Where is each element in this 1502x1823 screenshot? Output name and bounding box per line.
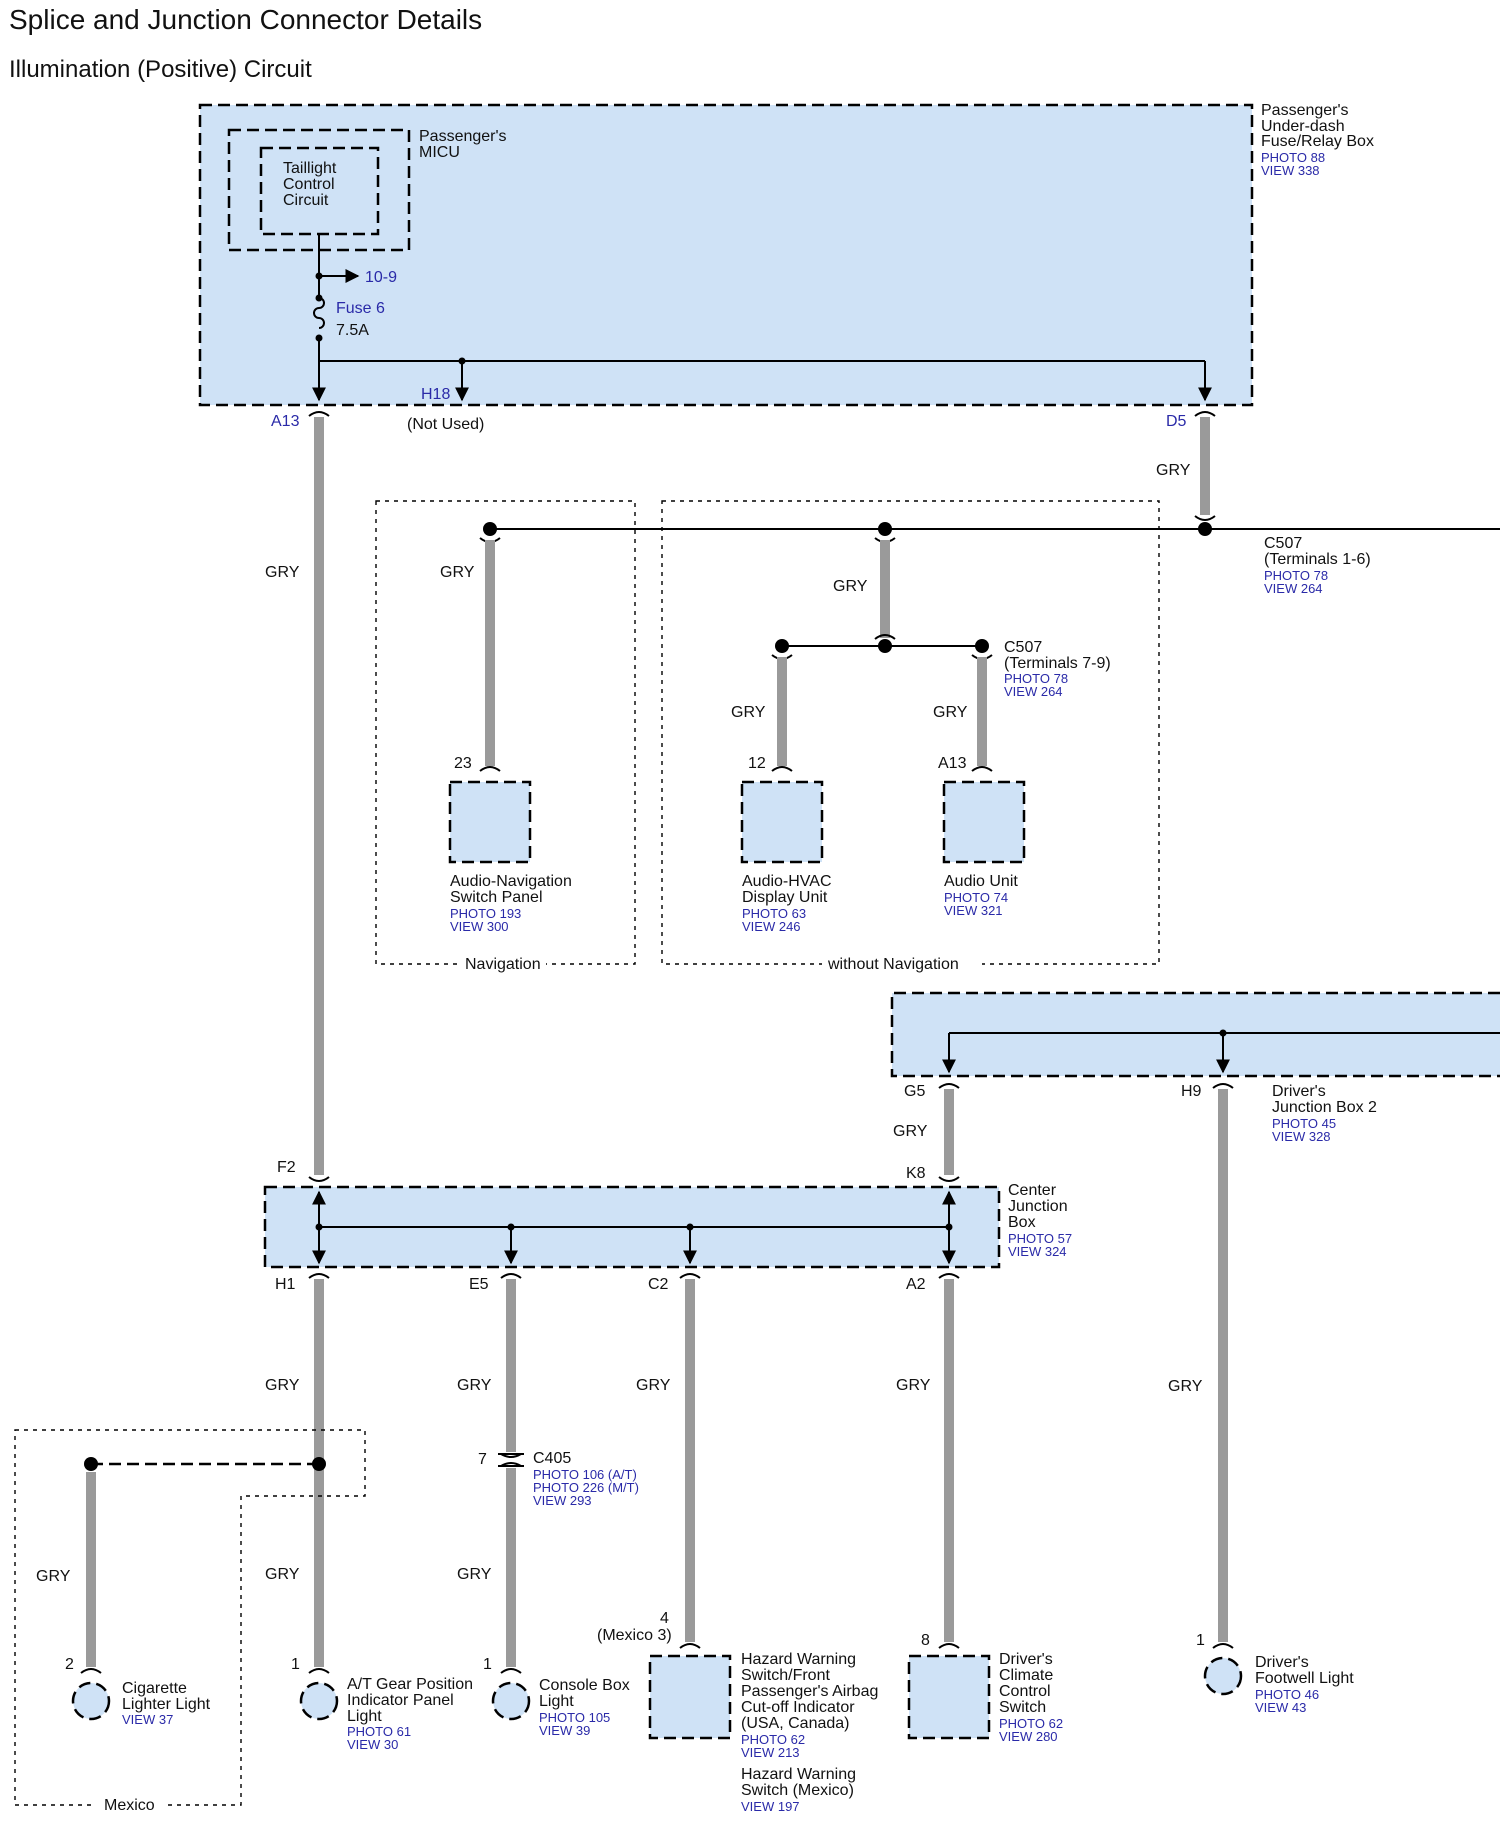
pin-e5: E5 xyxy=(469,1276,489,1293)
wire-color-without-nav: GRY xyxy=(833,578,868,595)
audio-unit[interactable] xyxy=(944,782,1024,862)
console-label: Console Box Light xyxy=(539,1677,634,1710)
pin-nav-23: 23 xyxy=(454,755,472,772)
navigation-region xyxy=(375,500,636,965)
fuse-box-label: Passenger's Under-dash Fuse/Relay Box xyxy=(1261,102,1374,150)
wire-color-e5: GRY xyxy=(457,1377,492,1394)
pin-c2: C2 xyxy=(648,1276,669,1293)
pin-hazard: 4 xyxy=(660,1610,669,1627)
driver-junction-box-2 xyxy=(890,991,1500,1078)
fuse-rating: 7.5A xyxy=(336,322,369,339)
audio-unit-refs[interactable]: PHOTO 74 VIEW 321 xyxy=(944,890,1012,918)
at-gear-refs[interactable]: PHOTO 61 VIEW 30 xyxy=(347,1724,415,1752)
hazard-warning-switch[interactable] xyxy=(650,1656,730,1738)
c405-refs[interactable]: PHOTO 106 (A/T) PHOTO 226 (M/T) VIEW 293 xyxy=(533,1467,643,1508)
without-navigation-region xyxy=(661,500,1160,965)
hazard-mexico-label: Hazard Warning Switch (Mexico) xyxy=(741,1766,860,1799)
footwell-light-icon xyxy=(1203,1656,1243,1696)
pin-h9: H9 xyxy=(1181,1083,1202,1100)
at-gear-label: A/T Gear Position Indicator Panel Light xyxy=(347,1676,477,1725)
pin-footwell: 1 xyxy=(1196,1632,1205,1649)
console-light-icon xyxy=(491,1681,531,1721)
pin-audio-a13: A13 xyxy=(938,755,967,772)
c507-lower-label: C507 (Terminals 7-9) xyxy=(1004,639,1111,672)
pin-d5: D5 xyxy=(1166,413,1187,430)
wire-color-hvac: GRY xyxy=(731,704,766,721)
mexico-region xyxy=(14,1429,366,1806)
center-jb-label: Center Junction Box xyxy=(1008,1182,1072,1231)
c507-upper-label: C507 (Terminals 1-6) xyxy=(1264,535,1371,568)
pin-console: 1 xyxy=(483,1656,492,1673)
driver-jb2-refs[interactable]: PHOTO 45 VIEW 328 xyxy=(1272,1116,1340,1144)
footwell-refs[interactable]: PHOTO 46 VIEW 43 xyxy=(1255,1687,1323,1715)
pin-a13-fuse: A13 xyxy=(271,413,300,430)
pin-climate: 8 xyxy=(921,1632,930,1649)
pin-g5: G5 xyxy=(904,1083,925,1100)
console-refs[interactable]: PHOTO 105 VIEW 39 xyxy=(539,1710,614,1738)
wire-color-c2: GRY xyxy=(636,1377,671,1394)
hazard-refs[interactable]: PHOTO 62 VIEW 213 xyxy=(741,1732,809,1760)
pin-h1: H1 xyxy=(275,1276,296,1293)
page-subtitle: Illumination (Positive) Circuit xyxy=(9,56,312,83)
audio-nav-refs[interactable]: PHOTO 193 VIEW 300 xyxy=(450,906,525,934)
navigation-label: Navigation xyxy=(465,956,541,973)
driver-jb2-label: Driver's Junction Box 2 xyxy=(1272,1083,1377,1116)
cigarette-label: Cigarette Lighter Light xyxy=(122,1680,211,1713)
wire-color-h9: GRY xyxy=(1168,1378,1203,1395)
micu-label: Passenger's MICU xyxy=(419,128,511,161)
audio-unit-label: Audio Unit xyxy=(944,873,1018,890)
pin-k8: K8 xyxy=(906,1165,926,1182)
footwell-label: Driver's Footwell Light xyxy=(1255,1654,1354,1687)
audio-hvac-display-unit[interactable] xyxy=(742,782,822,862)
hazard-label: Hazard Warning Switch/Front Passenger's … xyxy=(741,1651,883,1732)
without-navigation-label: without Navigation xyxy=(827,956,959,973)
wire-color-console: GRY xyxy=(457,1566,492,1583)
pin-cigarette: 2 xyxy=(65,1656,74,1673)
c405-label: C405 xyxy=(533,1450,571,1467)
wire-color-g5: GRY xyxy=(893,1123,928,1140)
not-used-label: (Not Used) xyxy=(407,416,484,433)
driver-climate-control-switch[interactable] xyxy=(909,1656,989,1738)
mexico-label: Mexico xyxy=(104,1797,155,1814)
wire-color-h1-lower: GRY xyxy=(265,1566,300,1583)
cigarette-light-icon xyxy=(71,1681,111,1721)
hazard-mexico-refs[interactable]: VIEW 197 xyxy=(741,1799,800,1814)
fuse-box-refs[interactable]: PHOTO 88 VIEW 338 xyxy=(1261,150,1329,178)
audio-nav-switch-panel[interactable] xyxy=(450,782,530,862)
audio-hvac-label: Audio-HVAC Display Unit xyxy=(742,873,836,906)
c507-lower-refs[interactable]: PHOTO 78 VIEW 264 xyxy=(1004,671,1072,699)
pin-hvac-12: 12 xyxy=(748,755,766,772)
wire-color-audio: GRY xyxy=(933,704,968,721)
wire-color-nav: GRY xyxy=(440,564,475,581)
pin-c405-7: 7 xyxy=(478,1451,487,1468)
audio-nav-label: Audio-Navigation Switch Panel xyxy=(450,873,576,906)
wire-color-a2: GRY xyxy=(896,1377,931,1394)
wire-color-cigarette: GRY xyxy=(36,1568,71,1585)
fuse-relay-box: Taillight Control Circuit Passenger's MI… xyxy=(198,103,1254,407)
pin-f2: F2 xyxy=(277,1159,296,1176)
ref-10-9[interactable]: 10-9 xyxy=(365,269,397,286)
fuse-name: Fuse 6 xyxy=(336,300,385,317)
c507-upper-refs[interactable]: PHOTO 78 VIEW 264 xyxy=(1264,568,1332,596)
page-title: Splice and Junction Connector Details xyxy=(9,4,483,35)
center-jb-refs[interactable]: PHOTO 57 VIEW 324 xyxy=(1008,1231,1076,1259)
wire-color-a13: GRY xyxy=(265,564,300,581)
cigarette-refs[interactable]: VIEW 37 xyxy=(122,1712,173,1727)
climate-refs[interactable]: PHOTO 62 VIEW 280 xyxy=(999,1716,1067,1744)
pin-a2: A2 xyxy=(906,1276,926,1293)
audio-hvac-refs[interactable]: PHOTO 63 VIEW 246 xyxy=(742,906,810,934)
pin-hazard-mexico: (Mexico 3) xyxy=(597,1627,672,1644)
pin-h18: H18 xyxy=(421,386,450,403)
fuse-icon xyxy=(313,297,325,329)
climate-label: Driver's Climate Control Switch xyxy=(999,1651,1058,1716)
center-junction-box xyxy=(263,1185,1001,1269)
taillight-label: Taillight Control Circuit xyxy=(283,160,341,209)
pin-at-gear: 1 xyxy=(291,1656,300,1673)
wire-color-h1: GRY xyxy=(265,1377,300,1394)
at-gear-light-icon xyxy=(299,1681,339,1721)
wire-color-d5: GRY xyxy=(1156,462,1191,479)
